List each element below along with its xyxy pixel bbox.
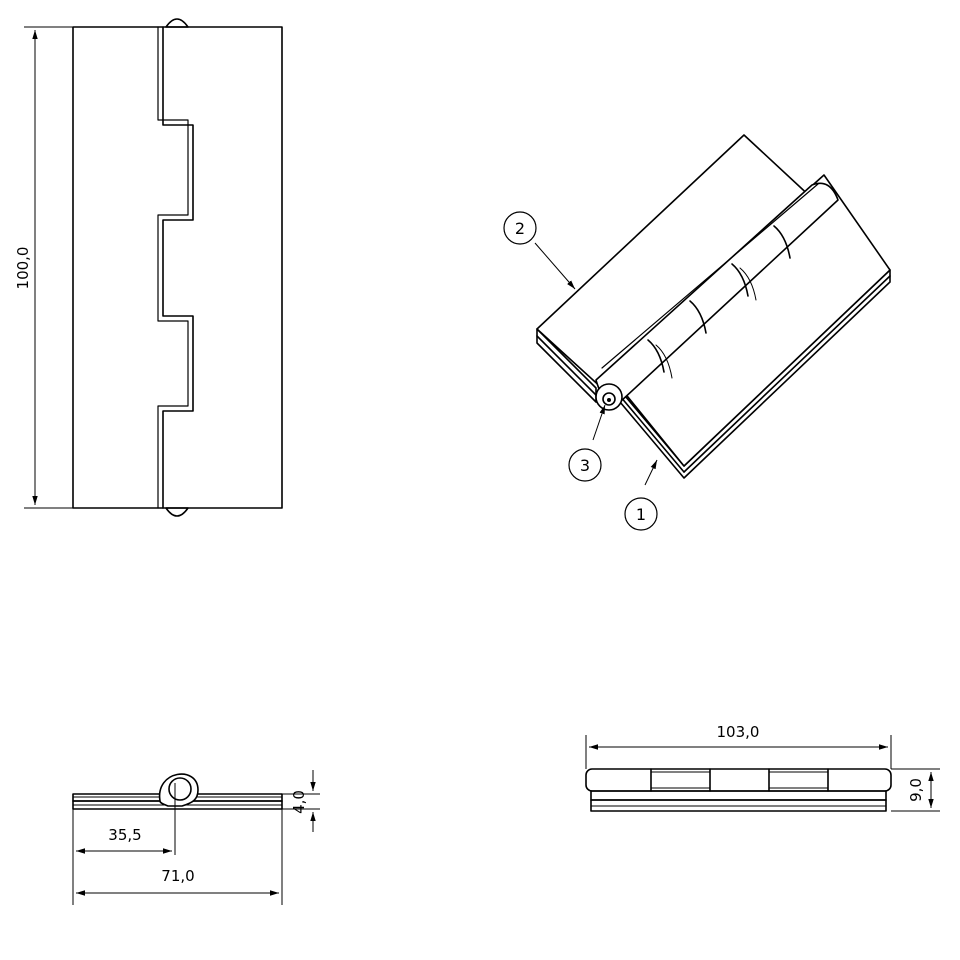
balloon-2: 2 <box>503 211 537 245</box>
half-width-dimension-label: 35,5 <box>108 826 141 844</box>
front-view: 100,0 <box>14 18 283 517</box>
isometric-view: 2 3 1 <box>503 134 891 531</box>
side-view: 103,0 9,0 <box>585 723 940 812</box>
balloon-3-label: 3 <box>580 456 590 475</box>
end-view: 35,5 71,0 4,0 <box>72 770 320 905</box>
balloon-1-label: 1 <box>636 505 646 524</box>
total-width-dimension-label: 71,0 <box>161 867 194 885</box>
balloon-3: 3 <box>568 448 602 482</box>
height-dimension-label: 100,0 <box>14 247 32 290</box>
balloon-2-label: 2 <box>515 219 525 238</box>
balloon-1: 1 <box>624 497 658 531</box>
side-height-dimension-label: 9,0 <box>907 778 925 802</box>
thickness-dimension-label: 4,0 <box>290 790 308 814</box>
length-dimension-label: 103,0 <box>717 723 760 741</box>
